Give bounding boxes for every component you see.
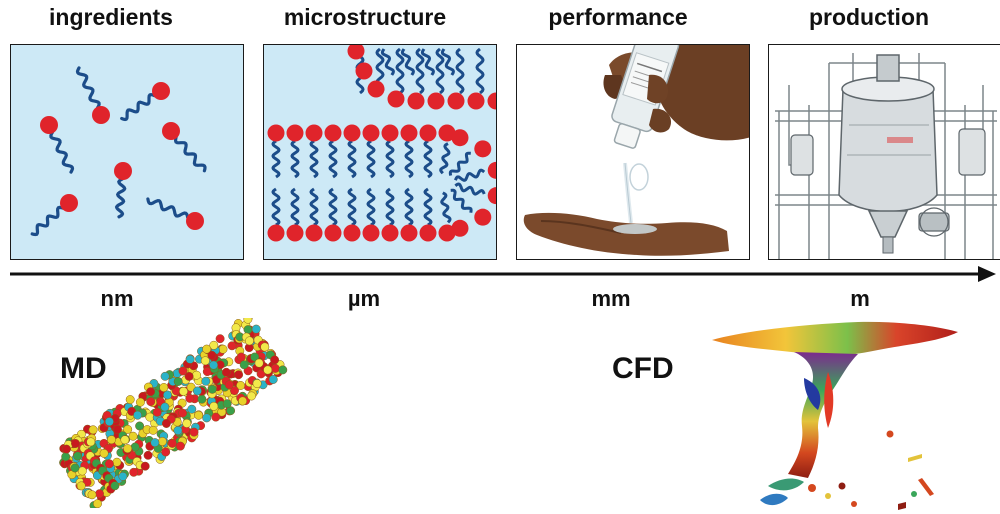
microstructure-panel bbox=[263, 44, 497, 260]
production-panel bbox=[768, 44, 1000, 260]
method-label-cfd: CFD bbox=[612, 352, 674, 385]
heading-microstructure: microstructure bbox=[283, 4, 447, 30]
free-surfactant-molecules bbox=[30, 66, 207, 237]
surfactant-molecule bbox=[162, 122, 207, 173]
industrial-mixing-vessel-icon bbox=[775, 53, 997, 259]
surfactant-molecule bbox=[30, 194, 78, 237]
surfactant-molecule bbox=[146, 197, 204, 230]
heading-performance: performance bbox=[548, 4, 688, 30]
scale-label-m: m bbox=[850, 286, 870, 311]
axis-arrowhead bbox=[978, 266, 996, 282]
upper-lamella bbox=[347, 45, 496, 110]
heading-ingredients: ingredients bbox=[49, 4, 173, 30]
hand-pouring-liquid-icon bbox=[523, 45, 749, 256]
bilayer-structure bbox=[267, 45, 496, 242]
surfactant-molecule bbox=[120, 82, 170, 122]
surfactant-molecule bbox=[114, 162, 132, 219]
ingredients-panel bbox=[10, 44, 244, 260]
surfactant-molecule bbox=[40, 116, 75, 174]
method-label-md: MD bbox=[60, 352, 107, 385]
surfactant-molecule bbox=[75, 66, 110, 124]
bead-cluster bbox=[59, 318, 288, 508]
scale-label-nm: nm bbox=[100, 286, 134, 311]
cfd-simulation-render bbox=[712, 321, 958, 510]
md-simulation-cluster bbox=[59, 318, 288, 508]
scale-label-um: µm bbox=[347, 286, 381, 311]
heading-production: production bbox=[808, 4, 930, 30]
length-scale-axis bbox=[10, 266, 996, 282]
bilayer-lamella bbox=[267, 124, 496, 242]
scale-label-mm: mm bbox=[591, 286, 631, 311]
performance-panel bbox=[516, 44, 750, 260]
